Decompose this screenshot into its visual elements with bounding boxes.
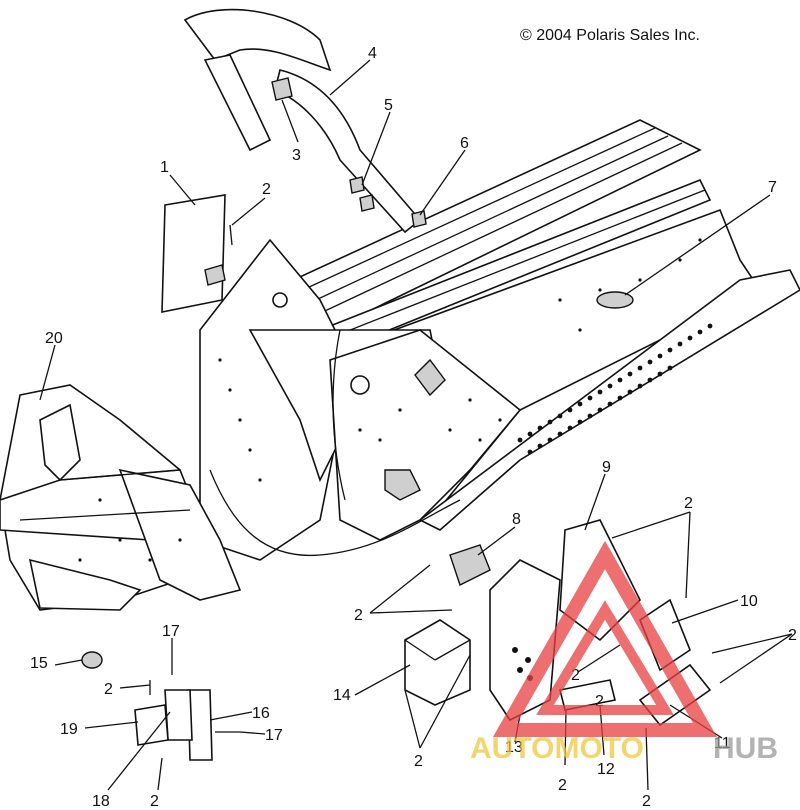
cable bbox=[209, 469, 461, 557]
watermark-triangle-inner bbox=[536, 600, 674, 715]
cable-2 bbox=[332, 329, 346, 501]
support-right-leg bbox=[274, 69, 422, 234]
callout-2-i: 2 bbox=[104, 681, 113, 698]
callout-5: 5 bbox=[384, 97, 393, 114]
callout-9: 9 bbox=[602, 459, 611, 476]
running-board-holes bbox=[517, 323, 713, 455]
front-frame-upright bbox=[39, 403, 81, 482]
callout-2-e: 2 bbox=[558, 777, 567, 794]
panel-cutout bbox=[384, 469, 421, 501]
callout-2-c: 2 bbox=[788, 627, 797, 644]
watermark-text-automoto: AUTOMOTO bbox=[470, 732, 644, 765]
panel-cutout-2 bbox=[414, 358, 446, 397]
callout-2-d: 2 bbox=[571, 667, 580, 684]
front-frame-rivets bbox=[78, 498, 182, 562]
callout-1: 1 bbox=[160, 159, 169, 176]
callout-10: 10 bbox=[740, 593, 758, 610]
steering-post-support bbox=[183, 8, 427, 234]
callout-14: 14 bbox=[333, 687, 351, 704]
running-board bbox=[418, 269, 800, 531]
callout-7: 7 bbox=[768, 179, 777, 196]
leader-lines bbox=[39, 59, 793, 791]
callout-12: 12 bbox=[597, 761, 615, 778]
support-left-leg bbox=[203, 54, 272, 152]
part-19-plate bbox=[134, 704, 169, 746]
bulkhead-right-panel bbox=[329, 329, 522, 541]
front-frame bbox=[0, 384, 242, 611]
panel-hole bbox=[350, 375, 370, 395]
handlebar-mount bbox=[183, 8, 332, 72]
callout-17-b: 17 bbox=[265, 727, 283, 744]
callout-2-b: 2 bbox=[684, 495, 693, 512]
part-18-bracket bbox=[164, 689, 193, 741]
callout-2-a: 2 bbox=[262, 181, 271, 198]
front-frame-bracket bbox=[118, 468, 242, 601]
callout-11: 11 bbox=[714, 735, 731, 752]
part-1-plate bbox=[161, 194, 226, 313]
rivet-2-top bbox=[229, 224, 233, 246]
callout-labels: 1 2 3 4 5 6 7 8 9 2 10 2 11 12 13 2 2 2 … bbox=[30, 45, 797, 810]
front-frame-lower bbox=[28, 558, 142, 611]
copyright-notice: © 2004 Polaris Sales Inc. bbox=[520, 27, 700, 44]
callout-2-j: 2 bbox=[150, 793, 159, 810]
callout-2-k: 2 bbox=[595, 693, 604, 710]
callout-20: 20 bbox=[45, 330, 63, 347]
callout-3: 3 bbox=[292, 147, 301, 164]
part-8-block bbox=[449, 544, 491, 586]
callout-17-a: 17 bbox=[162, 623, 180, 640]
callout-2-g: 2 bbox=[354, 607, 363, 624]
panel-hole-2 bbox=[272, 292, 288, 308]
bolt-5 bbox=[359, 194, 375, 212]
callout-4: 4 bbox=[368, 45, 377, 62]
rivet-dots bbox=[218, 238, 702, 482]
watermark-text-hub: HUB bbox=[713, 732, 778, 765]
part-14-box bbox=[404, 619, 471, 706]
callout-18: 18 bbox=[92, 793, 110, 810]
watermark-logo: AUTOMOTO HUB bbox=[470, 540, 778, 765]
callout-13: 13 bbox=[505, 739, 523, 756]
nut-3 bbox=[271, 77, 293, 101]
nut-6 bbox=[411, 210, 427, 228]
callout-8: 8 bbox=[512, 511, 521, 528]
callout-15: 15 bbox=[30, 655, 48, 672]
callout-6: 6 bbox=[460, 135, 469, 152]
part-12-bracket bbox=[559, 679, 616, 711]
callout-19: 19 bbox=[60, 721, 78, 738]
callout-16: 16 bbox=[252, 705, 270, 722]
callout-2-h: 2 bbox=[414, 753, 423, 770]
bolt-5b bbox=[349, 176, 365, 194]
part-1-clip bbox=[204, 264, 226, 286]
part-15-grommet bbox=[81, 651, 103, 669]
callout-2-f: 2 bbox=[642, 793, 651, 810]
part-7-plug bbox=[596, 291, 634, 309]
tunnel-assembly bbox=[199, 119, 800, 561]
watermark-triangle bbox=[492, 540, 718, 737]
